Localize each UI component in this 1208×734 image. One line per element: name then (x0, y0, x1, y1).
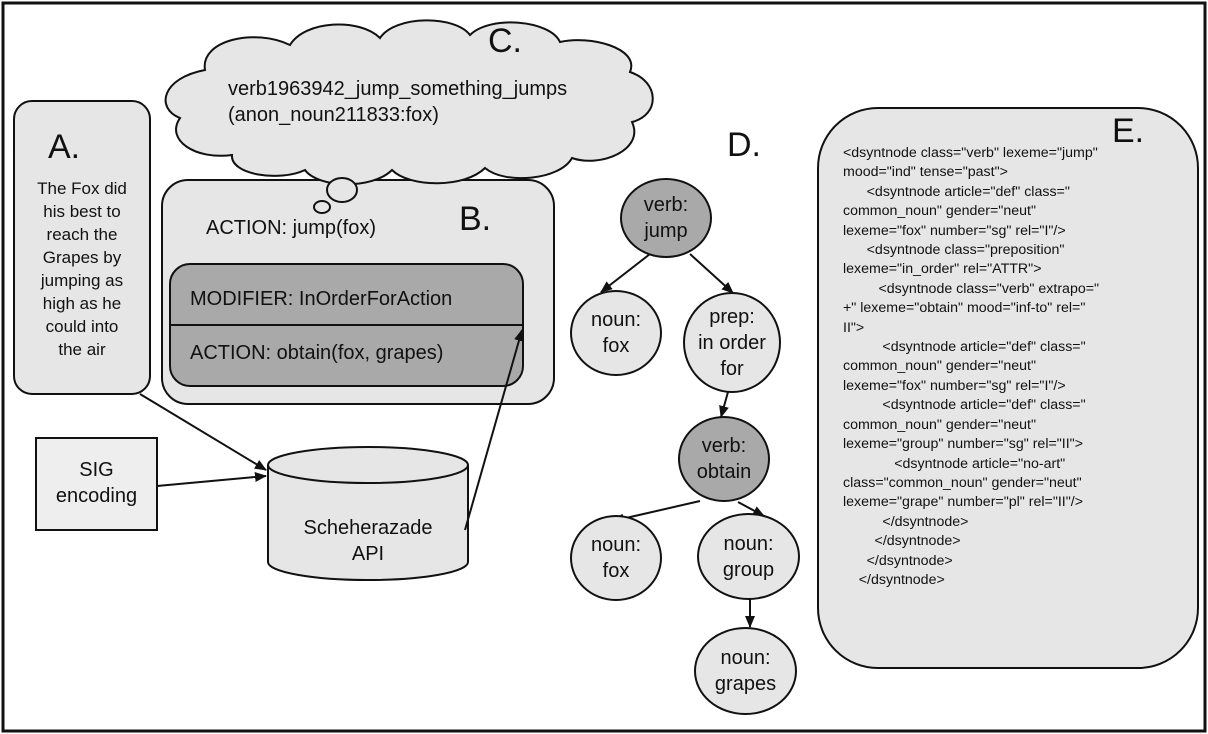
node-verb-obtain: verb: obtain (678, 416, 770, 502)
dsynt-code-line: </dsyntnode> (843, 513, 969, 530)
node-noun-fox-2: noun: fox (570, 515, 662, 601)
dsynt-code-line: common_noun" gender="neut" (843, 203, 1036, 220)
dsynt-code-line: +" lexeme="obtain" mood="inf-to" rel=" (843, 300, 1086, 317)
dsynt-code-line: lexeme="grape" number="pl" rel="II"/> (843, 494, 1084, 511)
dsynt-code-line: <dsyntnode class="verb" extrapo=" (843, 280, 1100, 297)
panel-a-box (13, 100, 151, 395)
api-cylinder (267, 446, 469, 581)
dsynt-code-line: lexeme="fox" number="sg" rel="I"/> (843, 222, 1066, 239)
action-obtain-label: ACTION: obtain(fox, grapes) (190, 342, 444, 364)
node-noun-fox-1: noun: fox (570, 290, 662, 376)
dsynt-code-line: <dsyntnode article="no-art" (843, 455, 1066, 472)
thought-bubble-small (313, 200, 331, 214)
panel-c-line1: verb1963942_jump_something_jumps (228, 78, 568, 100)
node-prep-in-order-for: prep: in order for (683, 292, 781, 393)
dsynt-code-line: common_noun" gender="neut" (843, 358, 1036, 375)
panel-a-letter: A. (48, 128, 81, 166)
dsynt-code-line: <dsyntnode class="preposition" (843, 242, 1065, 259)
sig-encoding-box (35, 437, 158, 531)
modifier-label: MODIFIER: InOrderForAction (190, 288, 453, 310)
panel-e-box (817, 107, 1199, 669)
dsynt-code-line: <dsyntnode article="def" class=" (843, 397, 1086, 414)
arrow-a-to-api (139, 393, 267, 471)
dsynt-code-line: </dsyntnode> (843, 552, 953, 569)
panel-d-letter: D. (727, 126, 761, 164)
node-noun-grapes: noun: grapes (694, 627, 797, 715)
dsynt-code-line: </dsyntnode> (843, 533, 961, 550)
panel-c-letter: C. (488, 22, 522, 60)
edge-prep-to-obtain (719, 391, 729, 418)
thought-bubble-large (326, 177, 358, 203)
api-label: Scheherazade API (303, 517, 433, 565)
edge-jump-to-fox (600, 253, 651, 293)
panel-e-letter: E. (1112, 112, 1145, 150)
panel-a-story-text: The Fox did his best to reach the Grapes… (37, 179, 127, 359)
dsynt-code-line: lexeme="in_order" rel="ATTR"> (843, 261, 1042, 278)
node-noun-group: noun: group (697, 513, 800, 600)
dsynt-code-line: II"> (843, 319, 865, 336)
dsynt-code-line: common_noun" gender="neut" (843, 416, 1036, 433)
dsynt-code-line: lexeme="group" number="sg" rel="II"> (843, 436, 1084, 453)
dsynt-code-line: </dsyntnode> (843, 571, 945, 588)
dsynt-code-line: <dsyntnode article="def" class=" (843, 339, 1086, 356)
arrow-api-to-b (464, 329, 524, 531)
panel-c-cloud (164, 19, 654, 186)
panel-c-line2: (anon_noun211833:fox) (228, 104, 439, 126)
action-jump-label: ACTION: jump(fox) (206, 217, 377, 239)
dsynt-code-line: mood="ind" tense="past"> (843, 164, 1008, 181)
panel-e-dsynt-code: <dsyntnode class="verb" lexeme="jump" moo… (843, 144, 1183, 590)
dsynt-code-line: lexeme="fox" number="sg" rel="I"/> (843, 377, 1066, 394)
node-verb-jump: verb: jump (620, 178, 712, 258)
dsynt-code-line: <dsyntnode class="verb" lexeme="jump" (843, 145, 1098, 161)
sig-encoding-label: SIG encoding (55, 459, 138, 507)
dsynt-code-line: class="common_noun" gender="neut" (843, 474, 1082, 491)
dsynt-code-line: <dsyntnode article="def" class=" (843, 183, 1070, 200)
edge-jump-to-prep (689, 253, 734, 294)
arrow-sig-to-api (156, 472, 267, 487)
panel-b-letter: B. (459, 200, 492, 238)
